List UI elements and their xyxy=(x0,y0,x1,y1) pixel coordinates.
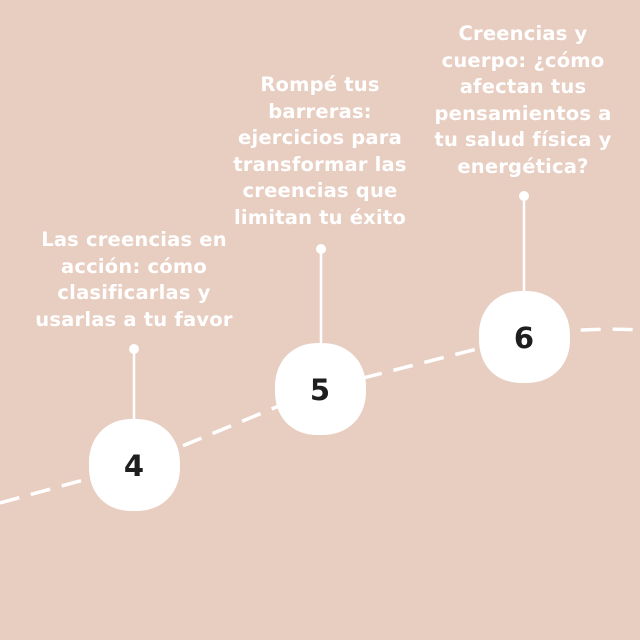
step-5-caption: Rompé tus barreras: ejercicios para tran… xyxy=(210,72,430,231)
step-4-pin-dot xyxy=(129,344,139,354)
step-6-pin-dot xyxy=(519,191,529,201)
step-4-caption-line: usarlas a tu favor xyxy=(35,307,233,331)
step-4-caption-line: Las creencias en xyxy=(41,228,227,251)
step-6-caption-line: energética? xyxy=(457,154,589,178)
step-6-node xyxy=(478,290,571,384)
step-6-caption-line: afectan tus xyxy=(459,75,587,98)
step-6-caption: Creencias y cuerpo: ¿cómo afectan tus pe… xyxy=(413,21,633,180)
step-5-caption-line: creencias que xyxy=(242,179,398,202)
step-4-caption: Las creencias en acción: cómo clasificar… xyxy=(24,227,244,333)
step-4-number: 4 xyxy=(124,449,144,483)
step-5-caption-line: barreras: xyxy=(268,99,372,123)
step-6-caption-line: pensamientos a xyxy=(434,101,612,125)
step-6-caption-line: cuerpo: ¿cómo xyxy=(441,48,605,72)
step-5-pin-dot xyxy=(316,244,326,254)
step-5-caption-line: transformar las xyxy=(233,152,407,176)
step-5-node xyxy=(274,342,367,436)
step-5-caption-line: Rompé tus xyxy=(260,73,380,96)
step-5-caption-line: ejercicios para xyxy=(238,126,402,149)
step-6-caption-line: tu salud física y xyxy=(434,128,612,151)
step-5-number: 5 xyxy=(310,373,330,407)
step-4-caption-line: clasificarlas y xyxy=(57,281,211,304)
step-6-number: 6 xyxy=(514,321,534,355)
step-4-caption-line: acción: cómo xyxy=(61,254,207,278)
step-4-node xyxy=(88,418,181,512)
step-5-caption-line: limitan tu éxito xyxy=(234,205,406,229)
step-6-caption-line: Creencias y xyxy=(458,22,588,45)
